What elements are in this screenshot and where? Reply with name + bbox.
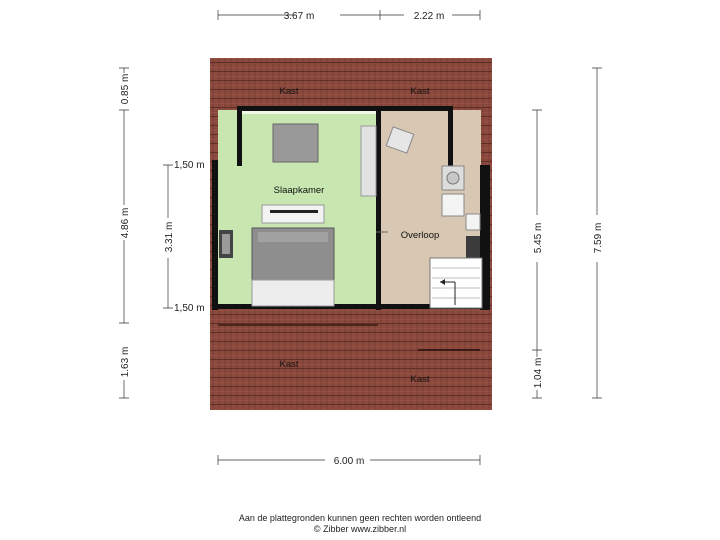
dim-left-middle: 4.86 m <box>120 208 131 239</box>
label-kast-top-left: Kast <box>279 86 298 97</box>
dim-inner-top: 1,50 m <box>174 160 205 171</box>
dim-inner-middle: 3.31 m <box>164 222 175 253</box>
dim-top-right: 2.22 m <box>414 11 445 22</box>
dim-top <box>217 10 481 20</box>
desk <box>272 123 319 163</box>
dim-right-inner-bottom: 1.04 m <box>533 358 544 389</box>
dim-right-inner-middle: 5.45 m <box>533 223 544 254</box>
bedroom-furniture <box>219 123 377 307</box>
label-overloop: Overloop <box>401 230 440 241</box>
label-kast-top-right: Kast <box>410 86 429 97</box>
dim-right-inner <box>532 109 542 399</box>
walls <box>212 106 490 310</box>
wardrobe <box>360 125 377 197</box>
dim-left-inner <box>163 164 173 309</box>
dim-bottom-label: 6.00 m <box>334 456 365 467</box>
dim-inner-bottom: 1,50 m <box>174 303 205 314</box>
dim-left <box>119 67 129 399</box>
label-slaapkamer: Slaapkamer <box>274 185 325 196</box>
dim-bottom <box>217 455 481 465</box>
label-kast-bottom-left: Kast <box>279 359 298 370</box>
disclaimer-text: Aan de plattegronden kunnen geen rechten… <box>238 513 482 523</box>
dim-left-bottom: 1.63 m <box>120 347 131 378</box>
dim-top-left: 3.67 m <box>284 11 315 22</box>
dim-right-outer-label: 7.59 m <box>593 223 604 254</box>
label-kast-bottom-right: Kast <box>410 374 429 385</box>
headboard-shelf <box>261 204 325 224</box>
copyright-text: © Zibber www.zibber.nl <box>313 524 407 534</box>
chair <box>385 126 415 154</box>
landing-furniture <box>385 126 483 309</box>
dim-left-top: 0.85 m <box>120 74 131 105</box>
dim-right-outer <box>592 67 602 399</box>
staircase <box>429 257 483 309</box>
dryer <box>441 193 465 217</box>
